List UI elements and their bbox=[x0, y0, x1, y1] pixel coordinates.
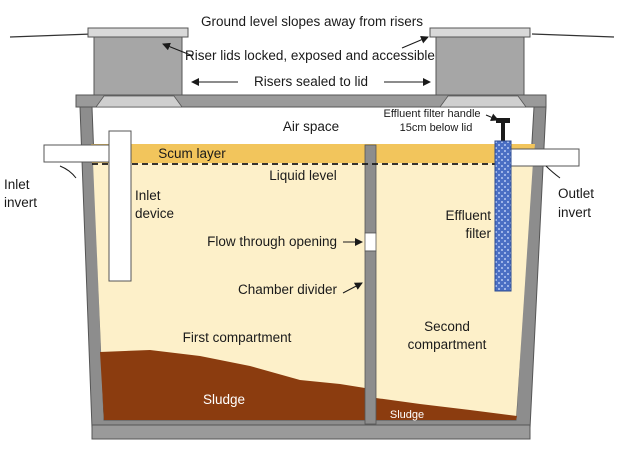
chamber-divider-lower bbox=[364, 250, 377, 425]
chamber-divider-arrow bbox=[342, 282, 363, 294]
tank-lid bbox=[75, 94, 547, 108]
ground-level-label: Ground level slopes away from risers bbox=[201, 14, 423, 29]
risers-sealed-label: Risers sealed to lid bbox=[254, 74, 368, 89]
sludge-main-label: Sludge bbox=[203, 392, 245, 407]
inlet-device-label-2: device bbox=[135, 206, 174, 221]
ground-line-right bbox=[531, 33, 615, 38]
left-riser bbox=[93, 36, 183, 96]
filter-handle-stem bbox=[501, 122, 505, 142]
riser-lid-arrow-right bbox=[401, 36, 429, 49]
chamber-divider-label: Chamber divider bbox=[238, 282, 338, 297]
inlet-device bbox=[108, 130, 132, 282]
first-compartment-label: First compartment bbox=[183, 330, 292, 345]
filter-handle-label-2: 15cm below lid bbox=[400, 122, 473, 134]
inlet-invert-label-1: Inlet bbox=[4, 177, 30, 192]
flow-opening-label: Flow through opening bbox=[207, 234, 337, 249]
outlet-invert-pointer bbox=[545, 165, 561, 179]
tank-floor bbox=[91, 424, 531, 440]
inlet-invert-pointer bbox=[59, 165, 77, 179]
filter-handle-arrow bbox=[485, 113, 499, 121]
ground-line-left bbox=[9, 33, 93, 38]
sludge-second bbox=[376, 398, 517, 420]
air-space-label: Air space bbox=[283, 119, 339, 134]
left-riser-lid bbox=[87, 27, 189, 38]
filter-handle-label-1: Effluent filter handle bbox=[383, 108, 480, 120]
sludge-second-label: Sludge bbox=[390, 409, 424, 421]
left-riser-seal bbox=[95, 95, 183, 108]
riser-lid-arrow-left bbox=[162, 42, 194, 57]
scum-layer-label: Scum layer bbox=[158, 146, 226, 161]
effluent-filter-label-1: Effluent bbox=[445, 208, 491, 223]
flow-through-opening bbox=[364, 232, 377, 252]
liquid-zone bbox=[93, 162, 533, 420]
right-riser-lid bbox=[429, 27, 531, 38]
right-riser-seal bbox=[439, 95, 527, 108]
chamber-divider-upper bbox=[364, 144, 377, 234]
effluent-filter-label-2: filter bbox=[465, 226, 491, 241]
effluent-filter bbox=[494, 140, 512, 292]
filter-handle-top bbox=[496, 118, 510, 123]
outlet-invert-label-1: Outlet bbox=[558, 186, 594, 201]
riser-lids-label: Riser lids locked, exposed and accessibl… bbox=[185, 48, 435, 63]
outlet-invert-label-2: invert bbox=[558, 205, 591, 220]
second-compartment-label-2: compartment bbox=[408, 337, 487, 352]
inlet-invert-label-2: invert bbox=[4, 195, 37, 210]
inlet-device-label-1: Inlet bbox=[135, 188, 161, 203]
sludge-first bbox=[100, 350, 365, 420]
liquid-level-label: Liquid level bbox=[269, 168, 337, 183]
second-compartment-label-1: Second bbox=[424, 319, 470, 334]
right-riser bbox=[435, 36, 525, 96]
scum-layer bbox=[91, 144, 535, 163]
